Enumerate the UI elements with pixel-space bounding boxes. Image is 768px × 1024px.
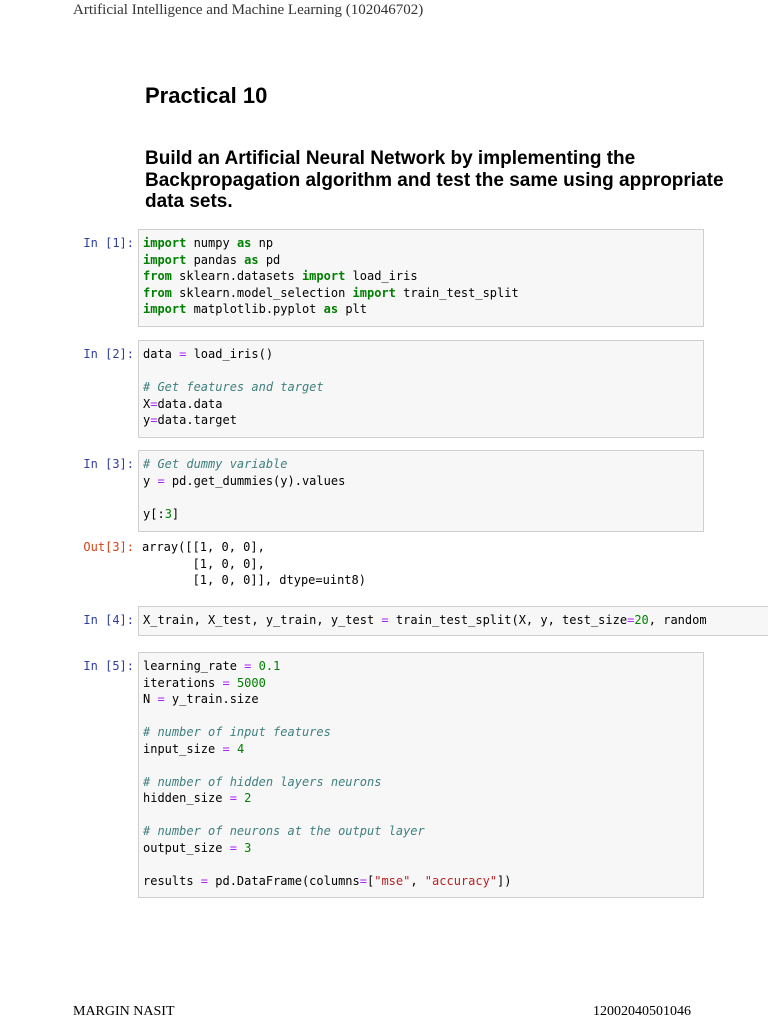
- code-block: # Get dummy variable y = pd.get_dummies(…: [143, 457, 346, 521]
- code-block: import numpy as np import pandas as pd f…: [143, 236, 519, 316]
- page-title: Practical 10: [145, 83, 268, 108]
- cell-prompt: In [4]:: [83, 613, 134, 627]
- cell-prompt: In [2]:: [83, 347, 134, 361]
- page-header-course: Artificial Intelligence and Machine Lear…: [73, 2, 424, 18]
- code-block: X_train, X_test, y_train, y_test = train…: [143, 613, 707, 627]
- footer-enrollment-id: 12002040501046: [593, 1004, 691, 1019]
- output-area: array([[1, 0, 0], [1, 0, 0], [1, 0, 0]],…: [138, 539, 704, 589]
- code-input-area[interactable]: import numpy as np import pandas as pd f…: [138, 229, 704, 327]
- code-input-area[interactable]: learning_rate = 0.1 iterations = 5000 N …: [138, 652, 704, 898]
- output-block: array([[1, 0, 0], [1, 0, 0], [1, 0, 0]],…: [142, 540, 366, 587]
- cell-prompt: In [1]:: [83, 236, 134, 250]
- code-block: learning_rate = 0.1 iterations = 5000 N …: [143, 659, 512, 888]
- code-input-area[interactable]: data = load_iris() # Get features and ta…: [138, 340, 704, 438]
- code-input-area[interactable]: # Get dummy variable y = pd.get_dummies(…: [138, 450, 704, 532]
- footer-student-name: MARGIN NASIT: [73, 1004, 175, 1019]
- cell-prompt: In [3]:: [83, 457, 134, 471]
- practical-aim: Build an Artificial Neural Network by im…: [145, 148, 724, 212]
- cell-prompt: In [5]:: [83, 659, 134, 673]
- output-prompt: Out[3]:: [83, 540, 134, 554]
- code-input-area[interactable]: X_train, X_test, y_train, y_test = train…: [138, 606, 768, 636]
- code-block: data = load_iris() # Get features and ta…: [143, 347, 324, 427]
